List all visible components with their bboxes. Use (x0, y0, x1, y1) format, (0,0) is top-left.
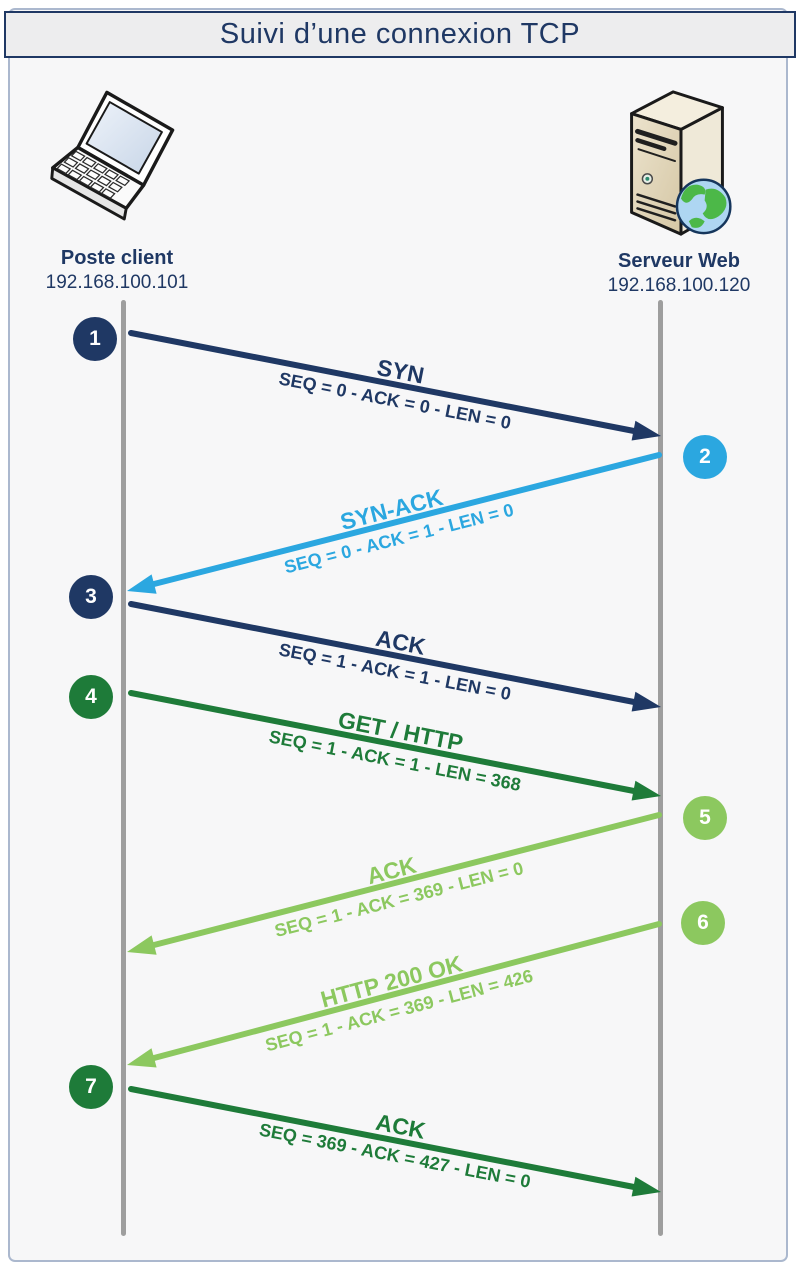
step-badge-4: 4 (69, 675, 113, 719)
step-badge-1: 1 (73, 317, 117, 361)
arrow-1-syn (128, 330, 661, 441)
title-bar: Suivi d’une connexion TCP (4, 11, 796, 58)
server-ip: 192.168.100.120 (607, 275, 751, 296)
server-name: Serveur Web (618, 250, 740, 272)
server-lifeline (658, 300, 663, 1236)
client-lifeline (121, 300, 126, 1236)
globe-icon (675, 178, 732, 235)
server-label: Serveur Web 192.168.100.120 (569, 249, 789, 298)
arrow-6-http-200-ok (127, 921, 662, 1068)
server-grille (636, 193, 677, 222)
client-ip: 192.168.100.101 (45, 272, 189, 293)
step-badge-5: 5 (683, 796, 727, 840)
client-name: Poste client (60, 247, 174, 269)
step-badge-3: 3 (69, 575, 113, 619)
server-vents (635, 128, 678, 163)
step-badge-6: 6 (681, 901, 725, 945)
step-badge-2: 2 (683, 435, 727, 479)
page-title: Suivi d’une connexion TCP (219, 18, 581, 50)
arrow-7-ack (128, 1086, 661, 1197)
step-badge-7: 7 (69, 1065, 113, 1109)
arrow-2-syn-ack (127, 452, 662, 594)
server-icon (630, 90, 732, 236)
arrow-4-get-http (128, 690, 661, 801)
client-label: Poste client 192.168.100.101 (7, 246, 227, 295)
laptop-icon (50, 90, 175, 221)
arrow-3-ack (128, 601, 661, 712)
arrow-5-ack (127, 812, 662, 955)
